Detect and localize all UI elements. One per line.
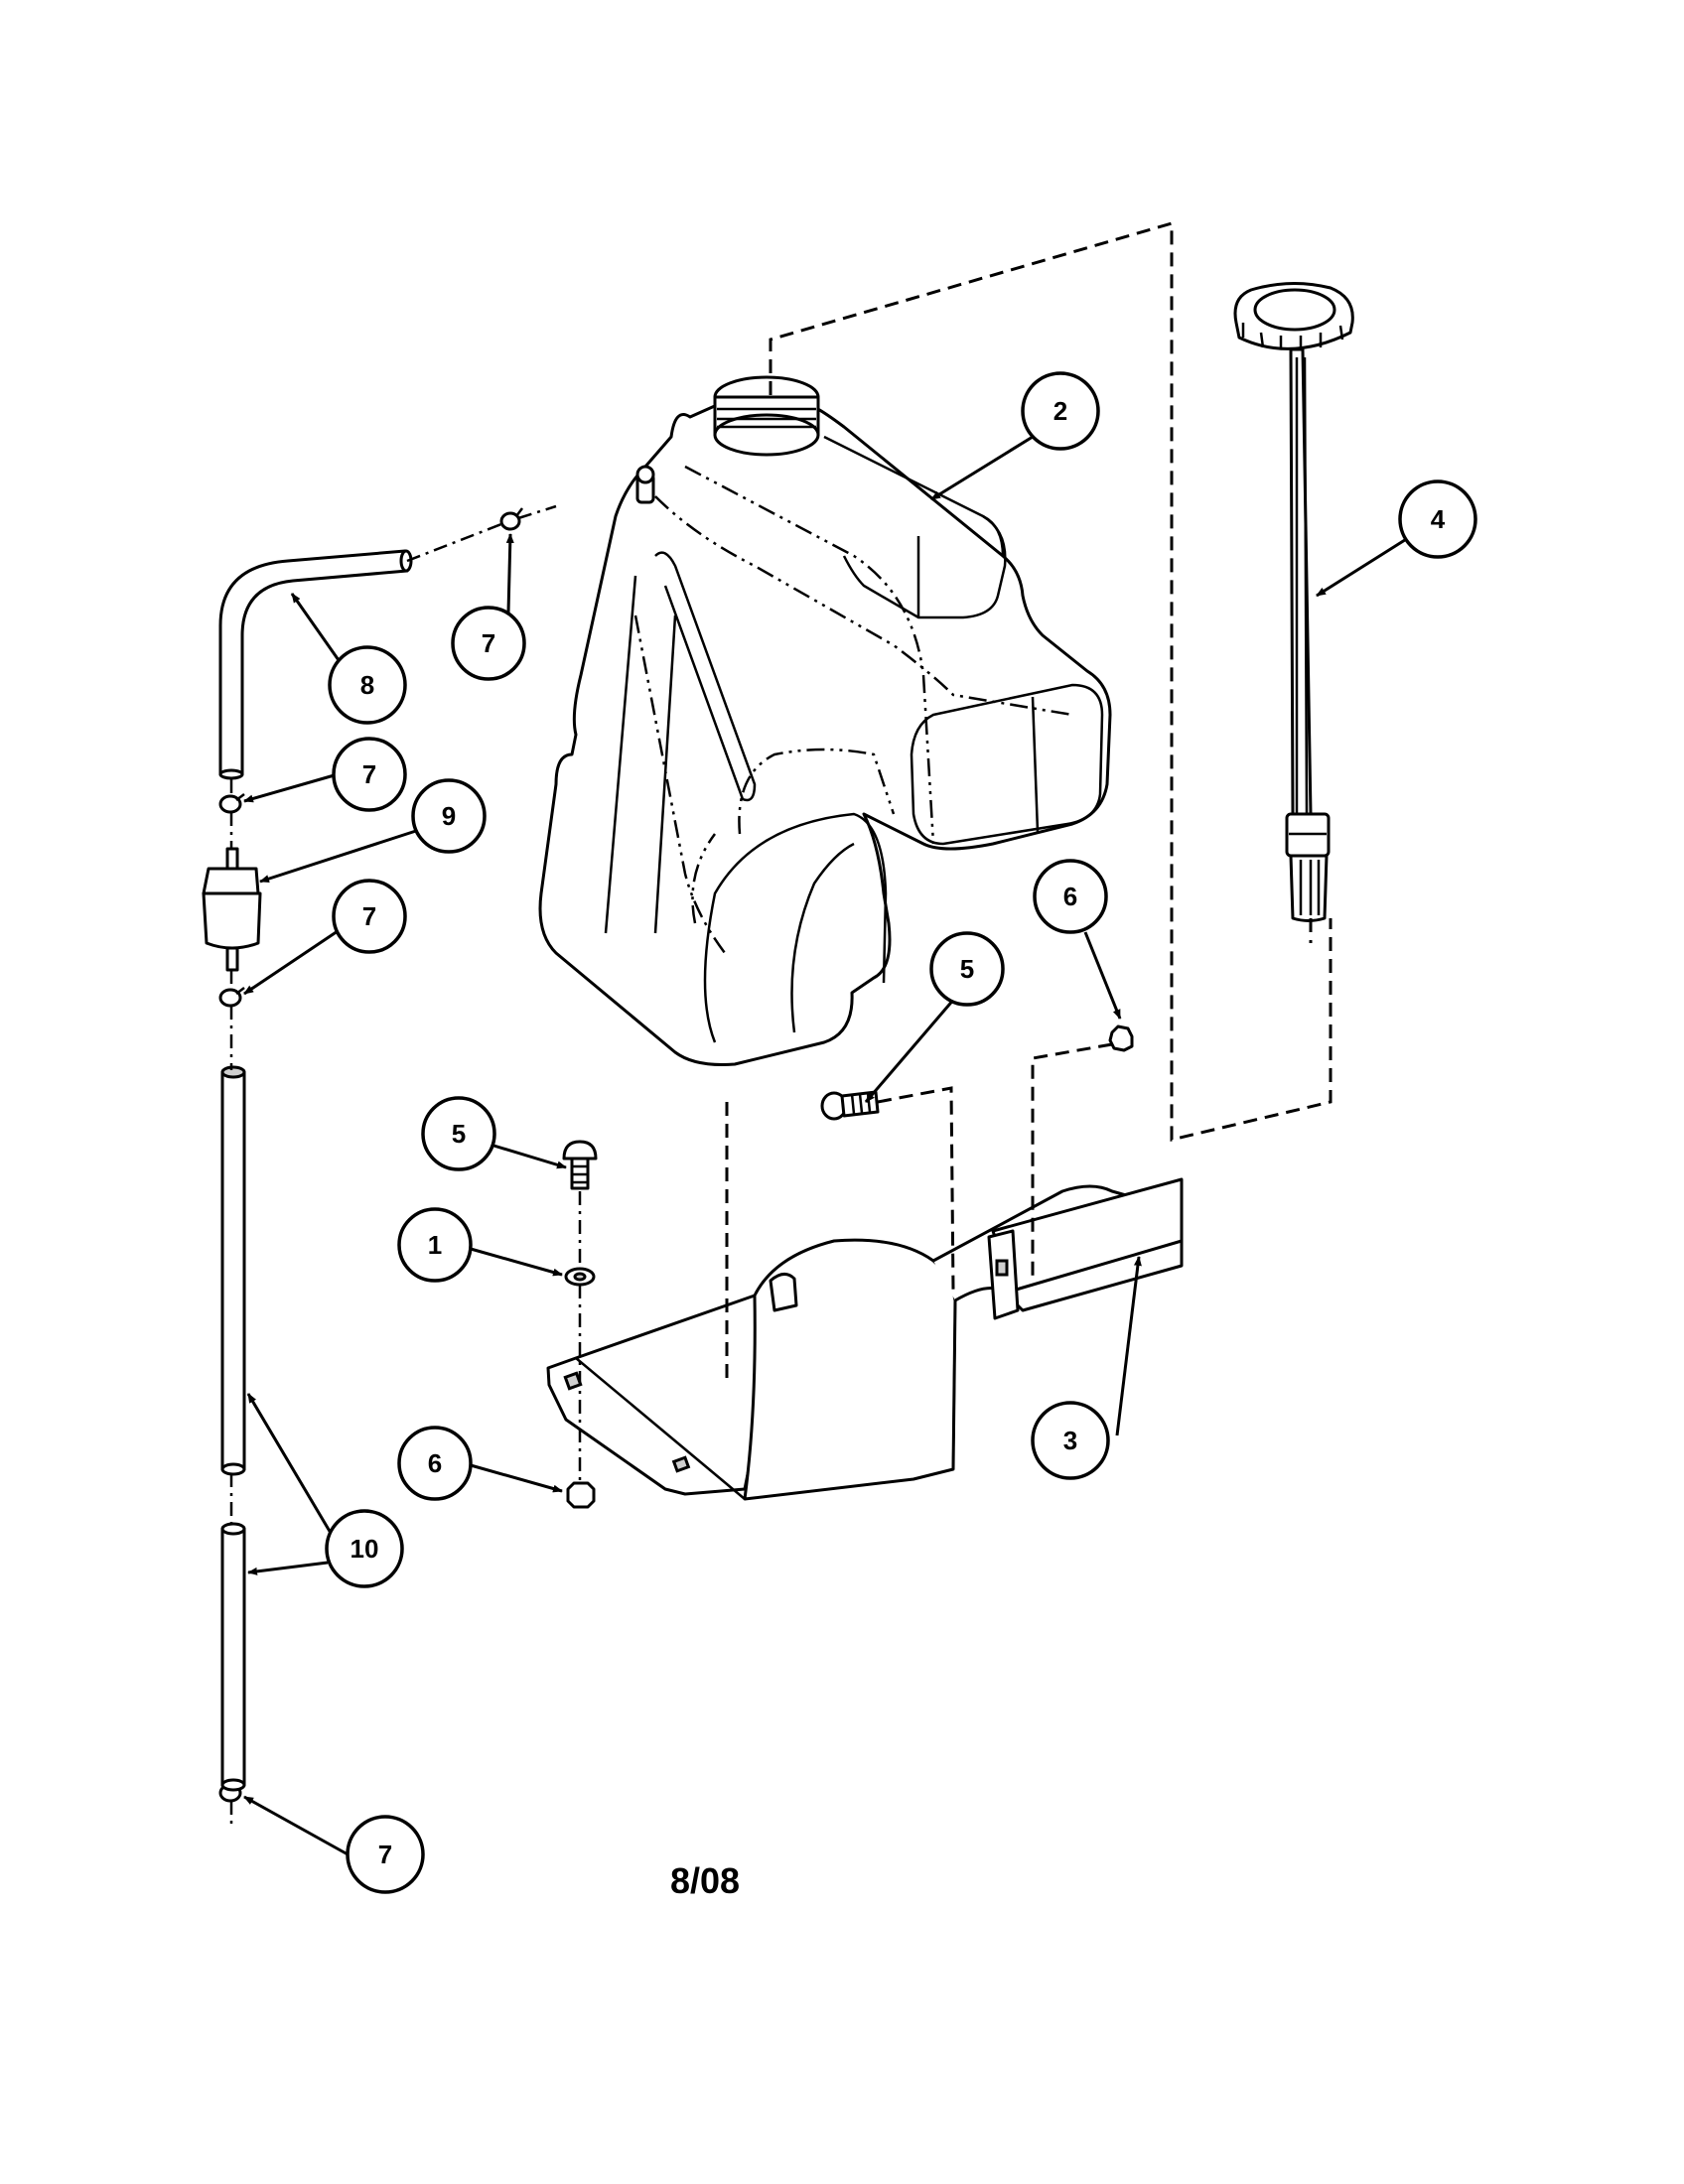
fuel-line-hose-short bbox=[220, 1522, 246, 1792]
callout-9-label: 9 bbox=[442, 801, 456, 831]
assembly-lines bbox=[229, 221, 1333, 1827]
fuel-tank bbox=[538, 375, 1112, 1066]
callout-3: 3 bbox=[1031, 1401, 1110, 1480]
carriage-bolt-lower bbox=[562, 1140, 598, 1190]
callout-6-lower: 6 bbox=[397, 1426, 473, 1501]
callout-8-label: 8 bbox=[360, 670, 374, 700]
callout-7-middle: 7 bbox=[332, 879, 407, 954]
fuel-cap-gauge bbox=[1233, 282, 1354, 922]
callout-5-upper-label: 5 bbox=[960, 954, 974, 984]
fuel-line-hose-bent bbox=[218, 549, 413, 780]
callout-4-label: 4 bbox=[1431, 504, 1446, 534]
revision-date: 8/08 bbox=[669, 1860, 741, 1901]
callout-3-label: 3 bbox=[1063, 1426, 1077, 1455]
callout-1: 1 bbox=[397, 1207, 473, 1283]
callout-8: 8 bbox=[328, 645, 407, 725]
callout-2-label: 2 bbox=[1053, 396, 1067, 426]
callout-6-lower-label: 6 bbox=[428, 1448, 442, 1478]
callout-10-label: 10 bbox=[351, 1534, 379, 1564]
hex-nut-upper bbox=[1108, 1024, 1134, 1052]
callout-7-top-label: 7 bbox=[482, 628, 495, 658]
callout-2: 2 bbox=[1021, 371, 1100, 451]
callout-7-middle-label: 7 bbox=[362, 901, 376, 931]
callout-4: 4 bbox=[1398, 479, 1477, 559]
hose-clamp-middle bbox=[218, 987, 245, 1008]
leader-lines bbox=[243, 435, 1409, 1857]
fuel-line-hose-long bbox=[220, 1065, 246, 1476]
tank-bracket bbox=[546, 1177, 1184, 1501]
fuel-filter bbox=[202, 847, 262, 972]
callout-7-upper: 7 bbox=[332, 737, 407, 812]
callout-10: 10 bbox=[325, 1509, 404, 1588]
callout-7-bottom: 7 bbox=[346, 1815, 425, 1894]
callout-9: 9 bbox=[411, 778, 487, 854]
callout-7-bottom-label: 7 bbox=[378, 1840, 392, 1869]
tank-vent-fitting bbox=[635, 465, 655, 504]
callout-5-lower: 5 bbox=[421, 1096, 496, 1171]
callout-5-lower-label: 5 bbox=[452, 1119, 466, 1149]
callout-7-upper-label: 7 bbox=[362, 759, 376, 789]
callout-1-label: 1 bbox=[428, 1230, 442, 1260]
hose-clamp-top bbox=[499, 507, 523, 531]
callout-6-upper: 6 bbox=[1033, 859, 1108, 934]
hex-nut-lower bbox=[566, 1481, 596, 1509]
hose-clamp-upper bbox=[218, 793, 245, 814]
carriage-bolt-upper bbox=[820, 1090, 880, 1121]
callout-7-top: 7 bbox=[451, 606, 526, 681]
flat-washer bbox=[564, 1267, 596, 1287]
callout-5-upper: 5 bbox=[929, 931, 1005, 1007]
callout-6-upper-label: 6 bbox=[1063, 882, 1077, 911]
